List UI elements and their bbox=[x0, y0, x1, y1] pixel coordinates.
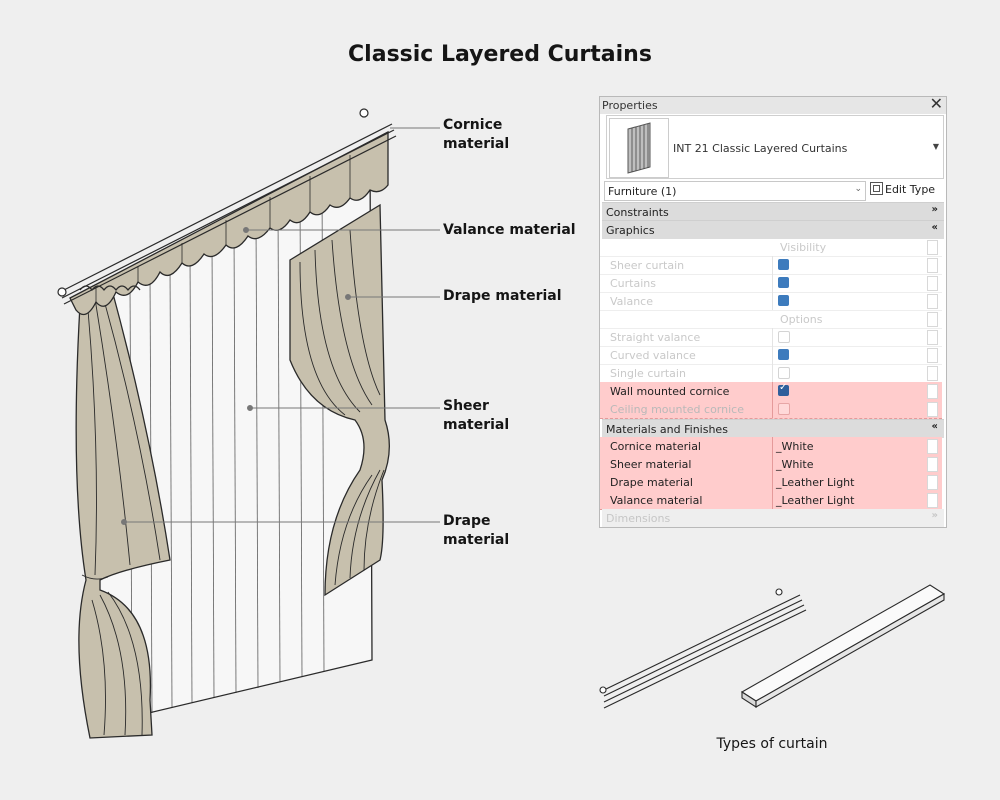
type-selector[interactable]: INT 21 Classic Layered Curtains ▼ bbox=[606, 115, 944, 179]
property-row[interactable]: Curved valance bbox=[600, 346, 942, 365]
option-checkbox[interactable] bbox=[778, 367, 790, 379]
visibility-checkbox[interactable] bbox=[778, 277, 789, 288]
section-dimensions[interactable]: Dimensions » bbox=[602, 509, 944, 527]
property-row-highlighted[interactable]: Ceiling mounted cornice bbox=[600, 400, 942, 419]
row-end-cell bbox=[927, 240, 938, 255]
property-header-label: Visibility bbox=[780, 241, 827, 254]
material-row[interactable]: Cornice material _White bbox=[600, 437, 942, 456]
property-label: Curtains bbox=[610, 277, 656, 290]
property-row[interactable]: Sheer curtain bbox=[600, 256, 942, 275]
type-thumbnail bbox=[609, 118, 669, 178]
visibility-checkbox[interactable] bbox=[778, 259, 789, 270]
ceiling-mounted-cornice-checkbox[interactable] bbox=[778, 403, 790, 415]
rod-type-icon bbox=[599, 588, 807, 709]
visibility-checkbox[interactable] bbox=[778, 295, 789, 306]
collapse-icon: « bbox=[931, 421, 938, 432]
property-header-label: Options bbox=[780, 313, 823, 326]
row-end-cell bbox=[927, 439, 938, 454]
drape-right bbox=[289, 203, 390, 597]
property-label: Wall mounted cornice bbox=[610, 385, 730, 398]
row-end-cell bbox=[927, 475, 938, 490]
row-end-cell bbox=[927, 402, 938, 417]
row-end-cell bbox=[927, 312, 938, 327]
expand-icon: » bbox=[931, 510, 938, 521]
edit-type-icon bbox=[870, 182, 883, 195]
option-checkbox[interactable] bbox=[778, 349, 789, 360]
properties-titlebar: Properties ✕ bbox=[600, 97, 946, 114]
row-end-cell bbox=[927, 294, 938, 309]
row-end-cell bbox=[927, 493, 938, 508]
property-label: Sheer material bbox=[610, 458, 692, 471]
property-label: Valance bbox=[610, 295, 653, 308]
properties-title: Properties bbox=[602, 99, 658, 112]
property-label: Curved valance bbox=[610, 349, 696, 362]
property-label: Cornice material bbox=[610, 440, 701, 453]
row-end-cell bbox=[927, 258, 938, 273]
property-label: Straight valance bbox=[610, 331, 701, 344]
section-graphics-label: Graphics bbox=[606, 224, 655, 237]
page-title: Classic Layered Curtains bbox=[348, 42, 652, 67]
property-label: Sheer curtain bbox=[610, 259, 685, 272]
property-header-row: Options bbox=[600, 310, 942, 329]
row-end-cell bbox=[927, 330, 938, 345]
category-filter-label: Furniture (1) bbox=[608, 185, 677, 198]
expand-icon: » bbox=[931, 204, 938, 215]
row-end-cell bbox=[927, 457, 938, 472]
material-value[interactable]: _White bbox=[776, 440, 814, 453]
edit-type-button[interactable]: Edit Type bbox=[870, 182, 935, 196]
property-row[interactable]: Single curtain bbox=[600, 364, 942, 383]
close-icon[interactable]: ✕ bbox=[929, 96, 943, 113]
property-label: Ceiling mounted cornice bbox=[610, 403, 744, 416]
callout-valance-material: Valance material bbox=[443, 222, 576, 238]
material-row[interactable]: Drape material _Leather Light bbox=[600, 473, 942, 492]
category-filter-select[interactable]: Furniture (1) ⌄ bbox=[604, 181, 866, 201]
properties-panel: Properties ✕ INT 21 Classic Layered Curt… bbox=[599, 96, 947, 528]
section-constraints[interactable]: Constraints » bbox=[602, 202, 944, 221]
section-materials[interactable]: Materials and Finishes « bbox=[602, 419, 944, 438]
collapse-icon: « bbox=[931, 222, 938, 233]
callout-drape-material-top: Drape material bbox=[443, 288, 562, 304]
property-row-highlighted[interactable]: Wall mounted cornice bbox=[600, 382, 942, 401]
property-row[interactable]: Straight valance bbox=[600, 328, 942, 347]
property-row[interactable]: Valance bbox=[600, 292, 942, 311]
valance bbox=[69, 130, 389, 316]
row-end-cell bbox=[927, 366, 938, 381]
section-constraints-label: Constraints bbox=[606, 206, 669, 219]
chevron-down-icon[interactable]: ▼ bbox=[932, 142, 939, 151]
chevron-down-icon: ⌄ bbox=[854, 184, 862, 194]
property-header-row: Visibility bbox=[600, 238, 942, 257]
wall-mounted-cornice-checkbox[interactable] bbox=[778, 382, 789, 396]
row-end-cell bbox=[927, 276, 938, 291]
row-end-cell bbox=[927, 384, 938, 399]
section-dimensions-label: Dimensions bbox=[606, 512, 671, 525]
row-end-cell bbox=[927, 348, 938, 363]
property-label: Single curtain bbox=[610, 367, 686, 380]
material-value[interactable]: _White bbox=[776, 458, 814, 471]
board-type-icon bbox=[740, 584, 946, 709]
section-materials-label: Materials and Finishes bbox=[606, 423, 728, 436]
material-row[interactable]: Sheer material _White bbox=[600, 455, 942, 474]
material-value[interactable]: _Leather Light bbox=[776, 476, 855, 489]
material-value[interactable]: _Leather Light bbox=[776, 494, 855, 507]
edit-type-label: Edit Type bbox=[885, 183, 936, 196]
drape-left bbox=[75, 289, 171, 739]
option-checkbox[interactable] bbox=[778, 331, 790, 343]
section-graphics[interactable]: Graphics « bbox=[602, 220, 944, 239]
property-label: Valance material bbox=[610, 494, 703, 507]
property-label: Drape material bbox=[610, 476, 693, 489]
type-name: INT 21 Classic Layered Curtains bbox=[673, 142, 848, 155]
cornice-rod bbox=[57, 108, 397, 305]
material-row[interactable]: Valance material _Leather Light bbox=[600, 491, 942, 510]
property-row[interactable]: Curtains bbox=[600, 274, 942, 293]
types-caption: Types of curtain bbox=[716, 736, 828, 752]
